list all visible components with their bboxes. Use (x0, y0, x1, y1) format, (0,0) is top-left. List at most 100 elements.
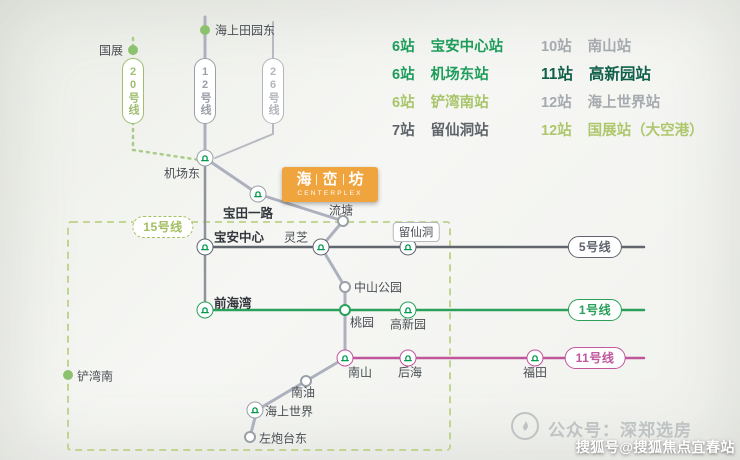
station-label-zuopaotai-dong: 左炮台东 (259, 431, 308, 446)
station-nanshan (336, 349, 354, 367)
project-subtitle: CENTERPLEX (297, 190, 363, 197)
metro-transfer-icon (336, 349, 354, 367)
metro-transfer-icon (196, 149, 214, 167)
metro-transfer-icon (196, 238, 214, 256)
station-count: 7站 (392, 122, 415, 139)
station-label-nanshan: 南山 (348, 365, 373, 380)
sohu-watermark: 搜狐号@搜狐焦点宜春站 (575, 439, 735, 455)
station-taoyuan (339, 304, 351, 316)
legend-row: 12站国展站（大空港） (541, 115, 704, 143)
station-haishang-shijie (246, 401, 264, 419)
station-dot-icon (63, 370, 73, 380)
station-dot-icon (339, 281, 351, 293)
project-name-char: 坊 (348, 171, 364, 188)
line15-zone-boundary (67, 221, 451, 451)
station-dot-icon (337, 215, 349, 227)
station-label-lingzhi: 灵芝 (283, 230, 308, 245)
station-count: 6站 (392, 38, 415, 55)
station-name: 海上世界站 (587, 94, 661, 111)
station-label-taoyuan: 桃园 (350, 315, 375, 330)
station-baoan-zhongxin (196, 238, 214, 256)
station-label-haishang-shijie: 海上世界 (265, 404, 314, 419)
station-name: 宝安中心站 (430, 38, 504, 55)
legend-row: 6站机场东站 (392, 59, 503, 87)
metro-transfer-icon (196, 301, 214, 319)
station-name: 南山站 (587, 38, 632, 55)
metro-line-line12-main (203, 156, 347, 439)
station-label-futian: 福田 (522, 365, 548, 380)
legend-row: 10站南山站 (541, 31, 704, 59)
metro-transfer-icon (246, 401, 264, 419)
station-dot-icon (244, 431, 256, 443)
line20-badge: 20号线 (122, 58, 144, 124)
station-guozhan (128, 45, 138, 55)
station-count: 10站 (541, 38, 572, 55)
station-haishang-tianyuan-dong (200, 25, 210, 35)
station-gaoxinyuan (399, 301, 417, 319)
legend-row: 11站高新园站 (541, 59, 704, 87)
legend-row: 6站宝安中心站 (392, 31, 503, 59)
station-zhongshan-gongyuan (339, 281, 351, 293)
station-label-zhongshan-gongyuan: 中山公园 (354, 280, 403, 295)
station-jichangdong (196, 149, 214, 167)
project-badge: 海峦坊 CENTERPLEX (282, 167, 378, 202)
legend-row: 12站海上世界站 (541, 87, 704, 115)
station-label-gaoxinyuan: 高新园 (389, 317, 427, 332)
station-name: 机场东站 (430, 66, 489, 83)
badge-separator (316, 174, 318, 185)
station-label-liutang: 流塘 (328, 203, 354, 218)
badge-separator (342, 174, 344, 185)
legend-row: 7站留仙洞站 (392, 115, 503, 143)
line26-badge: 26号线 (262, 58, 284, 124)
project-name: 海峦坊 (296, 172, 363, 187)
metro-transfer-icon (312, 238, 330, 256)
line1-badge: 1号线 (567, 299, 623, 321)
station-name: 铲湾南站 (430, 94, 489, 111)
legend-row: 6站铲湾南站 (392, 87, 503, 115)
station-label-baoan-zhongxin: 宝安中心 (214, 230, 265, 245)
station-dot-icon (128, 45, 138, 55)
station-houhai (399, 349, 417, 367)
station-label-haishang-tianyuan-dong: 海上田园东 (215, 23, 276, 38)
station-dot-icon (200, 25, 210, 35)
station-name: 国展站（大空港） (587, 122, 704, 139)
sohu-focus-logo-icon (511, 412, 539, 440)
station-futian (526, 349, 544, 367)
line15-badge: 15号线 (132, 216, 194, 238)
station-label-liuxiandong: 留仙洞 (392, 222, 440, 242)
station-label-baotianyilu: 宝田一路 (222, 206, 274, 221)
station-label-qianhaiwan: 前海湾 (214, 296, 252, 311)
station-count: 11站 (541, 66, 573, 83)
project-name-char: 海 (296, 171, 312, 188)
metro-transfer-icon (249, 185, 267, 203)
station-chanwannan (63, 370, 73, 380)
wechat-account-watermark: 公众号：深郑选房 (548, 421, 692, 440)
station-count: 12站 (541, 122, 572, 139)
project-name-char: 峦 (322, 171, 338, 188)
station-label-nanyou: 南油 (290, 385, 316, 400)
station-label-houhai: 后海 (397, 365, 423, 380)
line11-badge: 11号线 (564, 347, 626, 369)
station-label-chanwannan: 铲湾南 (77, 369, 114, 384)
metro-transfer-icon (399, 301, 417, 319)
station-name: 高新园站 (588, 66, 651, 83)
station-dot-icon (300, 375, 312, 387)
station-label-jichangdong: 机场东 (163, 166, 200, 181)
station-lingzhi (312, 238, 330, 256)
metro-transfer-icon (399, 349, 417, 367)
station-zuopaotai-dong (244, 431, 256, 443)
station-count: 12站 (541, 94, 572, 111)
line12-badge: 12号线 (194, 58, 216, 124)
station-liutang (337, 215, 349, 227)
station-dot-icon (339, 304, 351, 316)
metro-transfer-icon (526, 349, 544, 367)
station-count: 6站 (392, 94, 415, 111)
station-nanyou (300, 375, 312, 387)
line5-badge: 5号线 (567, 236, 623, 258)
station-label-guozhan: 国展 (98, 43, 123, 58)
station-baotianyilu (249, 185, 267, 203)
station-name: 留仙洞站 (430, 122, 489, 139)
